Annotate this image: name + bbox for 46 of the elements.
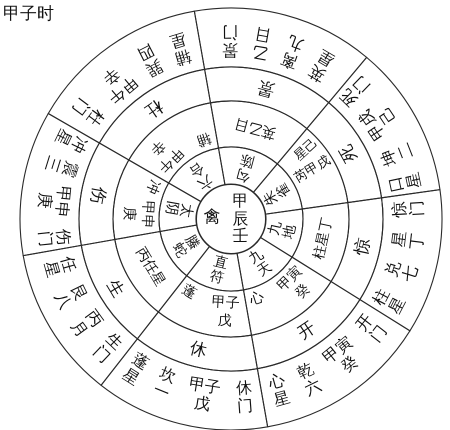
- sector-label: 甲子戊: [186, 374, 222, 416]
- sector-label: 口星: [386, 170, 426, 194]
- sector-label: 蓬: [178, 281, 200, 304]
- sector-label: 甲寅癸: [274, 262, 314, 304]
- sector-label: 惊: [352, 236, 374, 258]
- sector-label: 坎一: [150, 364, 179, 405]
- sector-label: 甲申庚: [34, 184, 74, 220]
- sector-label: 惊门: [390, 199, 428, 218]
- center-label: 甲辰壬: [232, 192, 249, 245]
- sector-label: 九地: [266, 220, 298, 240]
- sector-label: 辅: [194, 128, 214, 150]
- sector-label: 杜: [140, 95, 166, 121]
- sector-label: 星丁: [388, 230, 428, 251]
- chart-title: 甲子时: [3, 4, 54, 24]
- sector-label: 太阴: [163, 200, 195, 220]
- sector-label: 死: [336, 141, 362, 166]
- center-label: 禽: [203, 208, 221, 227]
- sector-label: 直符: [208, 254, 229, 286]
- sector-label: 朱雀: [260, 180, 294, 207]
- sector-label: 冲: [142, 176, 164, 197]
- sector-label: 伤门: [34, 227, 73, 248]
- sector-label: 丙任星: [132, 245, 168, 291]
- sector-label: 休: [187, 339, 210, 362]
- sector-label: 休门: [234, 378, 254, 416]
- sector-label: 英星: [304, 45, 338, 86]
- sector-label: 六合: [186, 160, 216, 192]
- sector-label: 辅星: [166, 28, 193, 68]
- sector-label: 九天: [246, 246, 275, 279]
- sector-label: 甲子戊: [210, 294, 241, 331]
- sector-label: 乙日: [250, 24, 273, 63]
- sector-label: 心: [248, 289, 267, 310]
- sector-label: 离九: [278, 31, 306, 72]
- sector-label: 兑七: [381, 258, 422, 285]
- sector-label: 生: [102, 276, 128, 302]
- sector-label: 英乙日: [232, 114, 278, 142]
- sector-label: 勾陈: [234, 152, 256, 184]
- sector-label: 景门: [221, 22, 238, 60]
- sector-label: 螣蛇: [170, 232, 202, 260]
- sector-label: 任星: [39, 254, 80, 280]
- sector-label: 甲申庚: [120, 199, 156, 230]
- sector-label: 开: [294, 318, 320, 344]
- sector-label: 柱星丁: [310, 216, 336, 262]
- sector-label: 伤: [86, 185, 108, 206]
- sector-label: 心星: [266, 370, 292, 411]
- sector-label: 甲午辛: [146, 136, 186, 176]
- sector-label: 景: [255, 76, 277, 100]
